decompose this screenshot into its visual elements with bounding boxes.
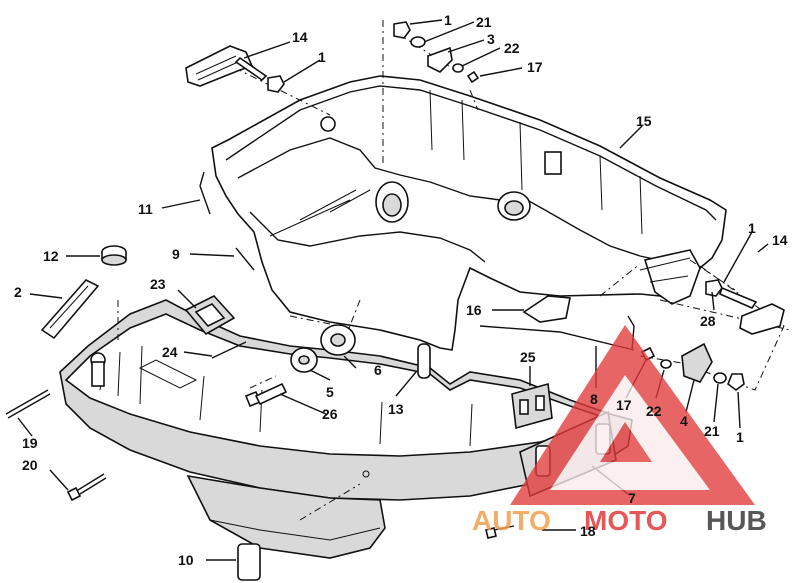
watermark-word-auto: AUTO [472, 505, 551, 536]
bolt-part-18 [485, 525, 515, 539]
watermark-wordmark: AUTO MOTO HUB [472, 505, 767, 536]
part-label-22-right: 22 [646, 403, 662, 419]
bolt-part-19 [5, 389, 51, 419]
part-label-17-right: 17 [616, 397, 632, 413]
upper-cowl-part-15 [211, 75, 727, 351]
part-label-5: 5 [326, 384, 334, 400]
part-label-1-right: 1 [748, 220, 756, 236]
part-label-14-right: 14 [772, 232, 788, 248]
part-label-7: 7 [628, 490, 636, 506]
block-part-10 [237, 543, 261, 581]
nut-part-1-upper-left [267, 75, 285, 93]
bolt-part-20 [66, 473, 107, 502]
watermark-logo [510, 325, 755, 505]
part-label-16: 16 [466, 302, 482, 318]
part-label-11: 11 [138, 201, 153, 217]
part-label-10: 10 [178, 552, 194, 568]
pin-part-24 [211, 341, 247, 359]
bolt-part-26 [244, 382, 288, 408]
grommet-part-6 [320, 324, 356, 356]
part-label-23: 23 [150, 276, 166, 292]
pad-part-16 [522, 295, 571, 323]
watermark-word-moto: MOTO [584, 505, 667, 536]
part-label-2: 2 [14, 284, 22, 300]
part-label-1-lower-right: 1 [736, 429, 744, 445]
part-label-24: 24 [162, 344, 178, 360]
part-label-9: 9 [172, 246, 180, 262]
handle-part-14-right [705, 279, 785, 335]
part-label-18: 18 [580, 523, 596, 539]
part-label-8: 8 [590, 391, 598, 407]
grommet-part-12 [101, 245, 127, 266]
grommet-part-5 [290, 347, 318, 373]
part-label-14-upper: 14 [292, 29, 308, 45]
part-label-25: 25 [520, 349, 536, 365]
part-label-12: 12 [43, 248, 59, 264]
part-label-17-top: 17 [527, 59, 543, 75]
seal-part-9 [235, 247, 255, 271]
bracket-part-25 [511, 382, 553, 430]
part-label-13: 13 [388, 401, 404, 417]
clip-part-13 [417, 343, 431, 379]
part-label-26: 26 [322, 406, 338, 422]
part-label-4: 4 [680, 413, 688, 429]
part-label-3: 3 [487, 31, 495, 47]
part-label-28: 28 [700, 313, 716, 329]
handle-part-14-upper [185, 45, 268, 87]
strip-part-2 [40, 279, 100, 340]
seal-part-11 [199, 171, 211, 215]
part-labels: 1 21 3 22 17 14 1 15 11 9 12 2 23 24 5 6… [14, 12, 788, 568]
bracket-part-23 [184, 295, 236, 336]
part-label-1-top: 1 [444, 12, 452, 28]
watermark-word-hub: HUB [706, 505, 767, 536]
part-label-15: 15 [636, 113, 652, 129]
part-label-19: 19 [22, 435, 38, 451]
watermark-triangle-core [600, 422, 652, 462]
top-nut-washer-cluster [393, 21, 480, 84]
part-label-6: 6 [374, 362, 382, 378]
part-label-21-top: 21 [476, 14, 492, 30]
leader-lines [17, 19, 769, 561]
part-label-1-upper-left: 1 [318, 49, 326, 65]
lower-cowl-part-7 [59, 299, 633, 559]
part-label-21-right: 21 [704, 423, 720, 439]
cable-part-8 [479, 315, 635, 351]
part-label-22-top: 22 [504, 40, 520, 56]
part-label-20: 20 [22, 457, 38, 473]
